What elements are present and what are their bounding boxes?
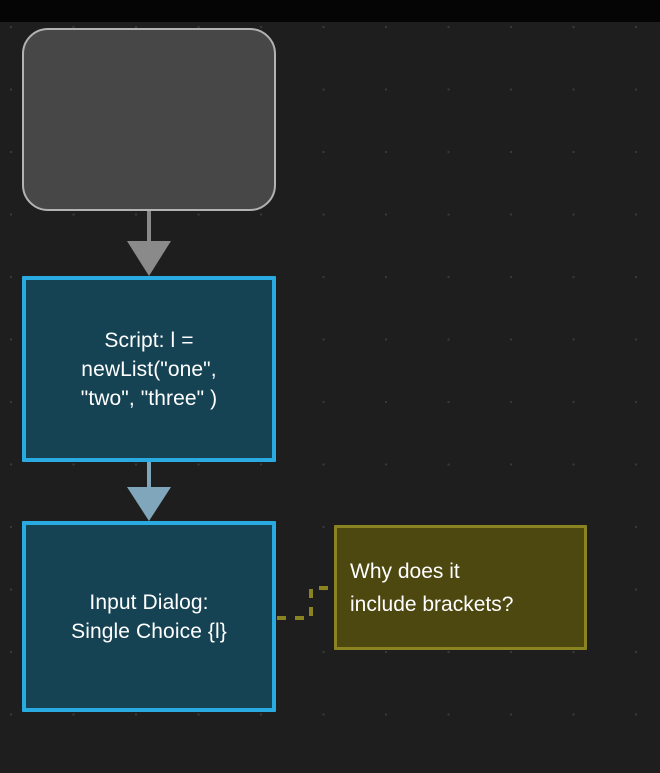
node-script-label: Script: l = newList("one", "two", "three… <box>80 328 218 410</box>
node-comment-label: Why does it include brackets? <box>350 559 514 616</box>
node-input-dialog[interactable]: Input Dialog: Single Choice {l} <box>22 521 276 712</box>
node-script[interactable]: Script: l = newList("one", "two", "three… <box>22 276 276 462</box>
top-bar <box>0 0 660 22</box>
node-comment-note[interactable]: Why does it include brackets? <box>334 525 587 650</box>
node-start-terminal[interactable] <box>22 28 276 211</box>
node-input-dialog-label: Input Dialog: Single Choice {l} <box>71 590 227 643</box>
